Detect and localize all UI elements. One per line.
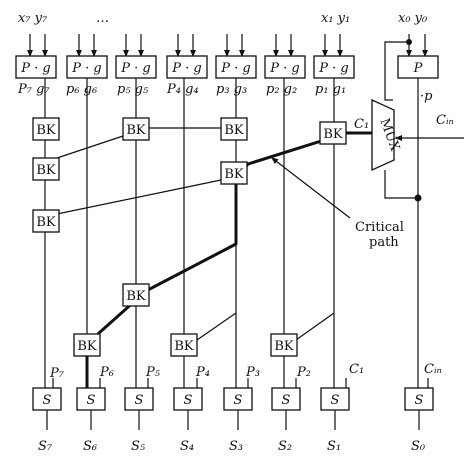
s-output-3: S₃ [229,439,243,454]
svg-text:S: S [415,393,424,408]
bk-node-col7-a: BK [32,117,60,141]
bk-node-col6: BK [73,333,101,357]
bk-node-col3-a: BK [220,117,248,141]
s-output-6: S₆ [83,439,97,454]
cin-label-top: Cᵢₙ [436,113,454,128]
pg-box-7: P · g [15,55,57,79]
bk-node-col7-c: BK [32,209,60,233]
bk-node-col3-b: BK [220,161,248,185]
input-arrows [27,34,343,57]
s-input-label-4: P₄ [195,365,210,380]
svg-text:P · g: P · g [220,61,250,76]
critical-path-label-1: Critical [355,220,404,235]
input-label-ellipsis: … [96,11,109,26]
bk-node-col1: BK [319,121,347,145]
svg-text:S: S [87,393,96,408]
svg-text:BK: BK [174,339,194,354]
bk-node-col4: BK [170,333,198,357]
s-box-6: S [76,387,106,411]
s-input-label-0: Cᵢₙ [424,362,442,377]
svg-text:S: S [43,393,52,408]
svg-text:BK: BK [36,163,56,178]
svg-text:P: P [413,61,423,76]
s-side-inputs [52,378,429,388]
bk-node-col7-b: BK [32,157,60,181]
mux: MUX [371,98,402,172]
s-box-0: S [404,387,434,411]
s-output-1: S₁ [327,439,341,454]
s-output-0: S₀ [411,439,426,454]
svg-text:BK: BK [36,215,56,230]
s-box-2: S [271,387,301,411]
bk-node-col5: BK [122,117,150,141]
s-box-3: S [223,387,253,411]
pg-output-2: p₂ g₂ [266,82,297,97]
x0-feedback-loop [384,39,422,388]
s-input-label-6: P₆ [99,365,114,380]
svg-text:S: S [234,393,243,408]
critical-path-label-2: path [369,235,399,250]
svg-text:S: S [184,393,193,408]
s-box-4: S [173,387,203,411]
pg-box-2: P · g [264,55,306,79]
pg-box-5: P · g [115,55,157,79]
pg-box-4: P · g [166,55,208,79]
s-input-label-3: P₃ [245,365,260,380]
s-output-4: S₄ [180,439,194,454]
svg-text:S: S [331,393,340,408]
s-box-7: S [32,387,62,411]
input-label-x7-y7: x₇ y₇ [18,11,48,26]
s-input-label-2: P₂ [296,365,311,380]
svg-text:P · g: P · g [71,61,101,76]
svg-text:P · g: P · g [318,61,348,76]
bk-node-col2: BK [270,333,298,357]
svg-text:P · g: P · g [120,61,150,76]
s-box-1: S [320,387,350,411]
svg-text:BK: BK [224,167,244,182]
p-box-0: P [397,34,439,79]
svg-text:BK: BK [126,123,146,138]
pg-box-3: P · g [215,55,257,79]
pg-output-3: p₃ g₃ [216,82,247,97]
svg-text:BK: BK [274,339,294,354]
c1-label: C₁ [354,117,369,132]
input-label-x1-y1: x₁ y₁ [321,11,350,26]
svg-text:S: S [282,393,291,408]
s-output-5: S₅ [131,439,146,454]
pg-box-6: P · g [66,55,108,79]
pg-output-4: P₄ g₄ [166,82,199,97]
p0-output: ·p [420,89,433,104]
s-input-label-5: P₅ [145,365,161,380]
svg-text:BK: BK [224,123,244,138]
svg-text:BK: BK [323,127,343,142]
svg-text:BK: BK [77,339,97,354]
s-box-5: S [124,387,154,411]
bk-connections [56,127,335,341]
svg-text:BK: BK [126,289,146,304]
svg-text:P · g: P · g [171,61,201,76]
pg-output-7: P₇ g₇ [17,82,50,97]
s-input-label-1: C₁ [349,362,364,377]
pg-output-6: p₆ g₆ [66,82,97,97]
s-output-2: S₂ [278,439,292,454]
svg-text:S: S [135,393,144,408]
s-output-7: S₇ [38,439,53,454]
input-label-x0-y0: x₀ y₀ [398,11,428,26]
svg-text:P · g: P · g [20,61,50,76]
critical-path-pointer [271,157,351,219]
pg-output-1: p₁ g₁ [315,82,346,97]
pg-output-5: p₅ g₅ [117,82,149,97]
pg-box-1: P · g [313,55,355,79]
svg-text:BK: BK [36,123,56,138]
s-output-wires [46,410,420,430]
s-input-label-7: P₇ [49,366,65,381]
bk-node-col5-mid: BK [122,283,150,307]
svg-text:P · g: P · g [269,61,299,76]
